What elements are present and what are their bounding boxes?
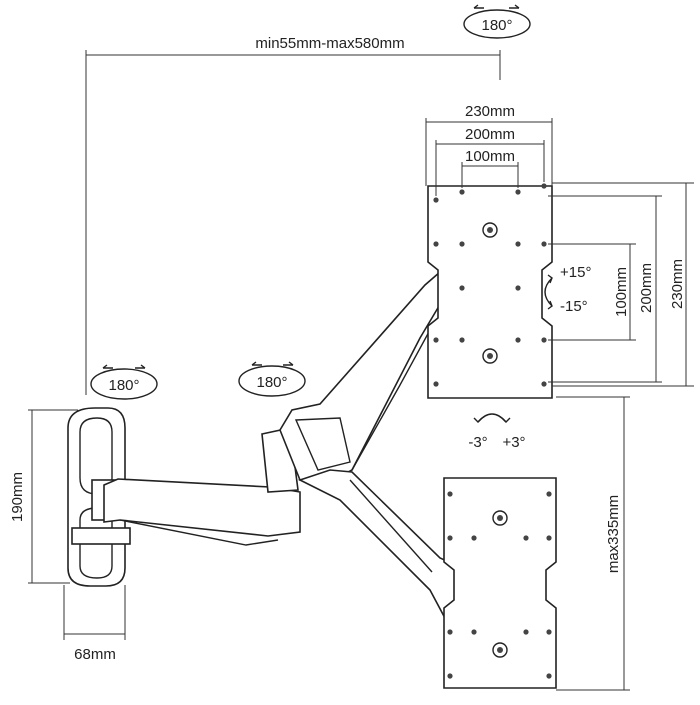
vesa-hole <box>447 673 453 679</box>
wall-height-dimension: 190mm <box>9 409 78 584</box>
wall-bracket-clamp <box>71 527 131 545</box>
arm-hinge-upper <box>294 417 351 471</box>
height-200-label: 200mm <box>638 263 655 313</box>
mount-screw-top <box>482 222 498 238</box>
gas-spring-arm-lowered <box>297 469 461 622</box>
height-100-label: 100mm <box>613 267 630 317</box>
vesa-hole <box>471 629 477 635</box>
max-height-label: max335mm <box>605 495 622 573</box>
mid-swivel-badge: 180° <box>238 361 306 397</box>
vesa-height-dimensions: 230mm 200mm 100mm <box>548 182 694 387</box>
width-200-label: 200mm <box>465 126 515 143</box>
wall-depth-label: 68mm <box>74 646 116 663</box>
first-arm-body <box>103 478 301 537</box>
lowered-arm-edge <box>349 479 433 573</box>
vesa-hole <box>459 241 465 247</box>
vesa-hole <box>447 535 453 541</box>
tilt-up-label: +15° <box>560 264 591 281</box>
first-arm-underside <box>119 519 279 546</box>
vesa-hole <box>546 629 552 635</box>
tilt-arc-icon <box>544 277 553 307</box>
tilt-arrows-icon <box>547 274 553 310</box>
vesa-hole <box>541 183 547 189</box>
mount-screw-bottom-center <box>487 353 493 359</box>
rotation-indicator: -3° +3° <box>468 413 526 451</box>
mount-screw-top <box>492 510 508 526</box>
wall-bracket-slot-lower <box>79 507 113 579</box>
tilt-down-label: -15° <box>560 298 588 315</box>
rotate-left-label: -3° <box>468 434 487 451</box>
vesa-hole <box>546 673 552 679</box>
vesa-hole <box>541 241 547 247</box>
gas-spring-arm-raised <box>279 270 446 483</box>
wall-swivel-badge: 180° <box>90 364 158 400</box>
height-230-label: 230mm <box>669 259 686 309</box>
mount-screw-top-center <box>487 227 493 233</box>
vesa-width-dimensions: 230mm 200mm 100mm <box>425 103 553 196</box>
vesa-plate-lower-body <box>443 477 557 689</box>
wall-swivel-ellipse <box>90 368 158 400</box>
swivel-arrows-icon <box>473 4 520 9</box>
wall-depth-dimension: 68mm <box>63 585 126 663</box>
vesa-hole <box>433 241 439 247</box>
gas-spring-arm-lowered-body <box>297 469 461 622</box>
rotation-arrows-icon <box>473 417 511 423</box>
reach-dimension: min55mm-max580mm <box>85 35 501 395</box>
vesa-hole <box>459 285 465 291</box>
width-100-label: 100mm <box>465 148 515 165</box>
mount-screw-bottom <box>492 642 508 658</box>
tilt-indicator: +15° -15° <box>544 264 591 315</box>
width-230-label: 230mm <box>465 103 515 120</box>
arm-edge-line <box>351 329 431 471</box>
vesa-hole <box>447 491 453 497</box>
vesa-hole <box>546 535 552 541</box>
mount-screw-bottom-center <box>497 647 503 653</box>
vesa-holes-upper <box>433 183 547 387</box>
vesa-hole <box>471 535 477 541</box>
wall-swivel-label: 180° <box>108 377 139 394</box>
vesa-hole <box>515 241 521 247</box>
rotate-right-label: +3° <box>502 434 525 451</box>
reach-label: min55mm-max580mm <box>255 35 404 52</box>
max-height-dimension: max335mm <box>556 396 630 691</box>
vesa-hole <box>433 381 439 387</box>
vesa-hole <box>523 535 529 541</box>
vesa-hole <box>541 337 547 343</box>
vesa-hole <box>515 285 521 291</box>
top-swivel-badge: 180° <box>463 4 531 39</box>
mid-swivel-ellipse <box>238 365 306 397</box>
vesa-hole <box>433 337 439 343</box>
mount-screw-top-center <box>497 515 503 521</box>
first-arm <box>103 427 301 546</box>
vesa-plate-upper-body <box>427 185 553 399</box>
vesa-hole <box>459 189 465 195</box>
swivel-arrows-icon <box>251 361 294 366</box>
vesa-hole <box>523 629 529 635</box>
vesa-hole <box>459 337 465 343</box>
top-swivel-ellipse <box>463 9 531 39</box>
vesa-plate-lower <box>443 477 557 689</box>
vesa-hole <box>541 381 547 387</box>
vesa-hole <box>433 197 439 203</box>
wall-height-label: 190mm <box>9 472 26 522</box>
mid-swivel-label: 180° <box>256 374 287 391</box>
mount-screw-bottom <box>482 348 498 364</box>
vesa-hole <box>515 337 521 343</box>
rotation-arc-icon <box>477 413 507 423</box>
vesa-plate-upper <box>427 183 553 399</box>
vesa-holes-lower <box>447 491 552 679</box>
vesa-hole <box>447 629 453 635</box>
vesa-hole <box>546 491 552 497</box>
wall-bracket-slot-upper <box>79 417 113 495</box>
vesa-hole <box>515 189 521 195</box>
top-swivel-label: 180° <box>481 17 512 34</box>
swivel-arrows-icon <box>102 364 146 369</box>
